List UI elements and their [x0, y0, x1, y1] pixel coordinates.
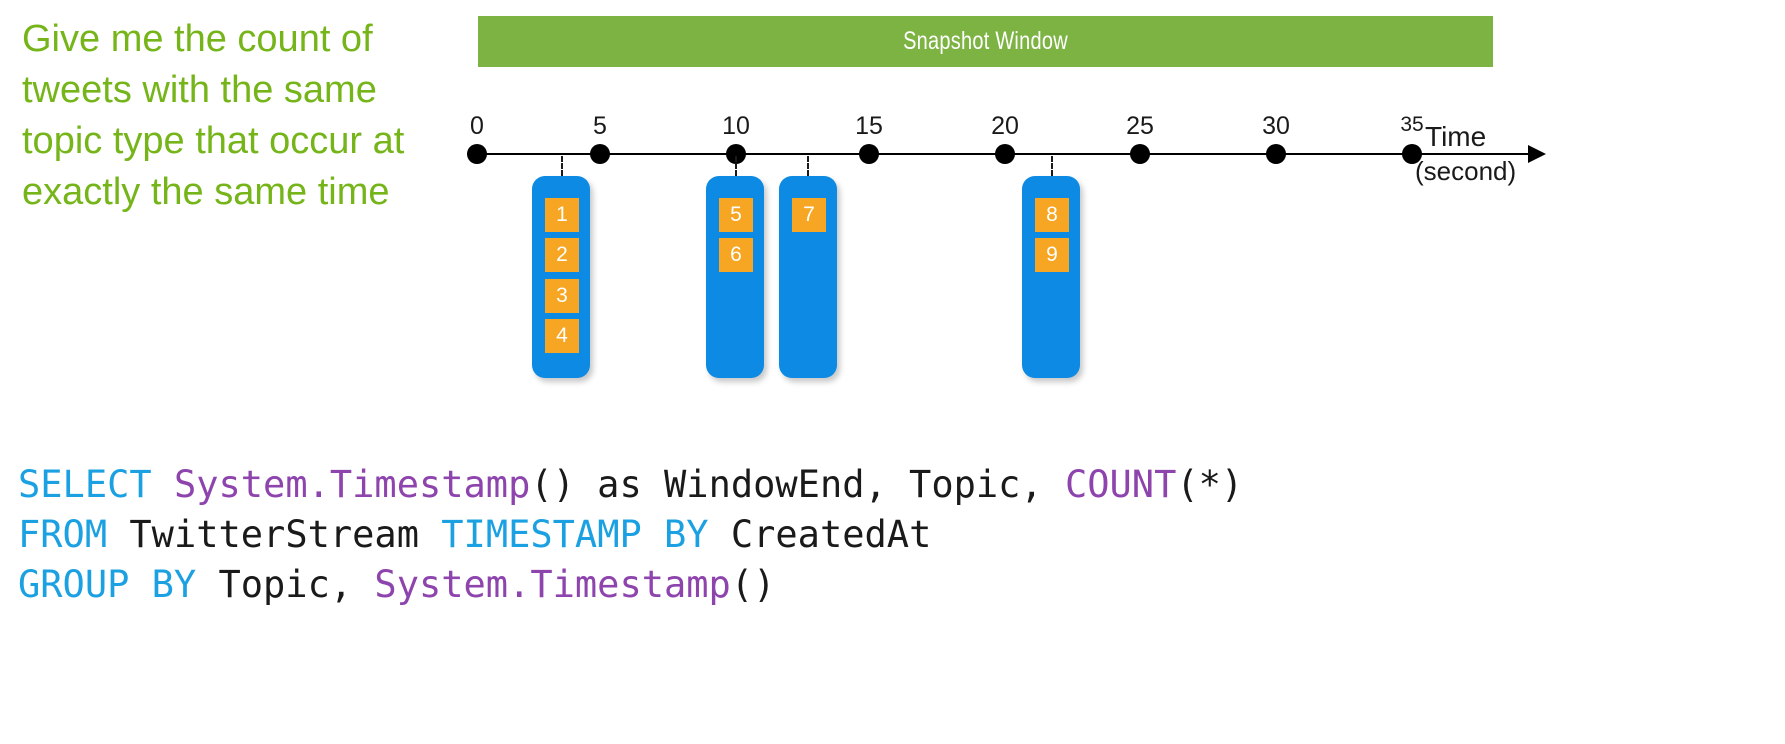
- tweet-marker: 8: [1035, 198, 1069, 232]
- sql-token-kw: FROM: [18, 513, 130, 556]
- sql-line: FROM TwitterStream TIMESTAMP BY CreatedA…: [18, 510, 1243, 560]
- tweet-marker: 4: [545, 319, 579, 353]
- axis-tick-label-10: 10: [722, 112, 750, 140]
- sql-token-kw: GROUP BY: [18, 563, 219, 606]
- axis-tick-dot-35: [1402, 144, 1422, 164]
- axis-tick-dot-20: [995, 144, 1015, 164]
- prompt-text: Give me the count of tweets with the sam…: [22, 18, 415, 213]
- sql-query-block: SELECT System.Timestamp() as WindowEnd, …: [18, 460, 1243, 610]
- axis-tick-dot-5: [590, 144, 610, 164]
- event-drop-line: [807, 156, 809, 176]
- sql-token-pl: Topic,: [218, 563, 375, 606]
- sql-token-pl: () as WindowEnd, Topic,: [530, 463, 1065, 506]
- axis-tick-label-0: 0: [470, 112, 484, 140]
- sql-token-fn: System.Timestamp: [173, 463, 531, 506]
- axis-tick-label-15: 15: [855, 112, 883, 140]
- axis-tick-dot-10: [726, 144, 746, 164]
- axis-tick-dot-0: [467, 144, 487, 164]
- snapshot-window-bar: Snapshot Window: [478, 16, 1493, 67]
- axis-tick-dot-30: [1266, 144, 1286, 164]
- time-axis-arrow-icon: [1528, 145, 1546, 163]
- event-drop-line: [735, 156, 737, 176]
- axis-tick-label-20: 20: [991, 112, 1019, 140]
- sql-line: SELECT System.Timestamp() as WindowEnd, …: [18, 460, 1243, 510]
- tweet-marker: 1: [545, 198, 579, 232]
- sql-token-kw: TIMESTAMP BY: [441, 513, 731, 556]
- sql-token-kw: SELECT: [18, 463, 174, 506]
- tweet-marker: 5: [719, 198, 753, 232]
- tweet-marker: 6: [719, 238, 753, 272]
- tweet-marker: 2: [545, 238, 579, 272]
- sql-line: GROUP BY Topic, System.Timestamp(): [18, 560, 1243, 610]
- event-drop-line: [561, 156, 563, 176]
- snapshot-window-label: Snapshot Window: [903, 27, 1068, 55]
- tweet-marker: 9: [1035, 238, 1069, 272]
- axis-tick-label-25: 25: [1126, 112, 1154, 140]
- axis-tick-label-35: 35: [1400, 113, 1424, 136]
- axis-tick-dot-25: [1130, 144, 1150, 164]
- tweet-marker: 7: [792, 198, 826, 232]
- sql-token-pl: (*): [1176, 463, 1244, 506]
- axis-tick-label-5: 5: [593, 112, 607, 140]
- time-axis-title: Time: [1425, 121, 1487, 152]
- sql-token-pl: TwitterStream: [129, 513, 442, 556]
- timeline-diagram: 0 5 10 15 20 25 30 35 Time (second) 1 2 3 4 5 6 7 8 9: [467, 112, 1546, 378]
- sql-token-fn: COUNT: [1064, 463, 1177, 506]
- axis-tick-dot-15: [859, 144, 879, 164]
- sql-token-fn: System.Timestamp: [374, 563, 731, 606]
- sql-token-pl: CreatedAt: [730, 513, 932, 556]
- event-drop-line: [1051, 156, 1053, 176]
- tweet-marker: 3: [545, 279, 579, 313]
- axis-tick-label-30: 30: [1262, 112, 1290, 140]
- sql-token-pl: (): [730, 563, 776, 606]
- time-axis-unit: (second): [1415, 156, 1517, 186]
